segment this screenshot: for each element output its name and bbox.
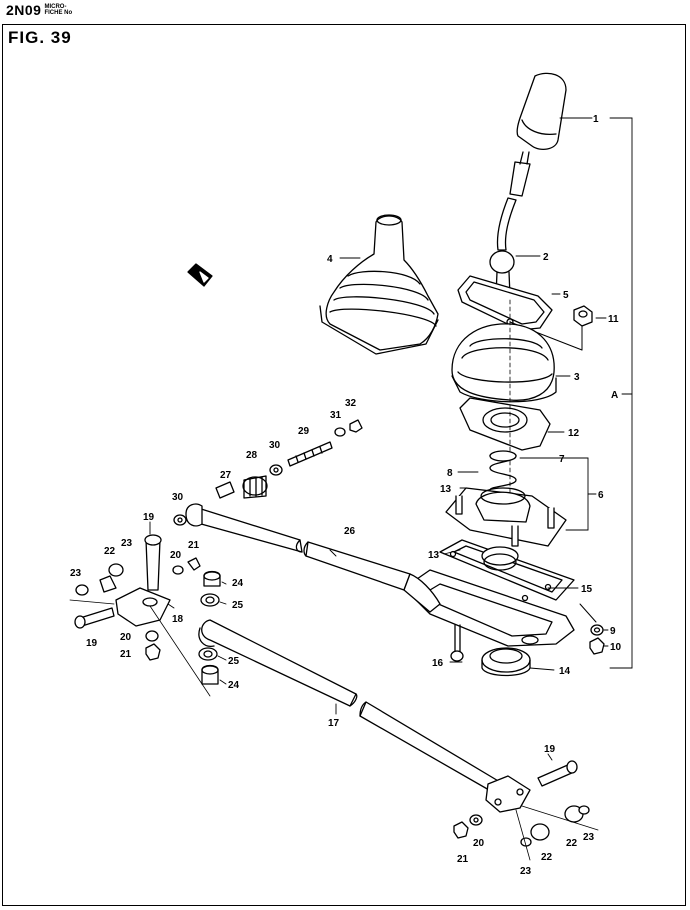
callout-23-left: 23 <box>70 568 82 579</box>
front-direction-arrow-icon <box>187 263 213 287</box>
callout-1: 1 <box>593 114 599 125</box>
callout-15: 15 <box>581 584 593 595</box>
part-rod-end-kit <box>173 419 363 526</box>
callout-7: 7 <box>559 454 565 465</box>
callout-30-right: 30 <box>269 440 281 451</box>
callout-19-top: 19 <box>143 512 155 523</box>
callout-18: 18 <box>172 614 184 625</box>
callout-20-top: 20 <box>170 550 182 561</box>
part-bolt-16 <box>450 624 464 662</box>
callout-21-top: 21 <box>188 540 200 551</box>
part-bushing-24-25-lower <box>198 647 219 685</box>
callout-23-top: 23 <box>121 538 133 549</box>
callout-22-right: 22 <box>566 838 578 849</box>
callout-32: 32 <box>345 398 357 409</box>
microfiche-code: 2N09 <box>6 2 42 18</box>
leader-lines <box>149 117 633 761</box>
callout-23-bottom: 23 <box>520 866 532 877</box>
callout-17: 17 <box>328 718 340 729</box>
part-nut-11 <box>573 305 593 327</box>
part-lever-bracket-18 <box>74 534 201 661</box>
figure-frame <box>2 24 686 906</box>
callout-6: 6 <box>598 490 604 501</box>
callout-24-lower: 24 <box>228 680 240 691</box>
callout-21-left: 21 <box>120 649 132 660</box>
part-lever-plate <box>457 275 553 331</box>
callout-11: 11 <box>608 314 619 325</box>
callout-25-upper: 25 <box>232 600 244 611</box>
callout-27: 27 <box>220 470 232 481</box>
callout-16: 16 <box>432 658 444 669</box>
part-base-plate <box>439 539 575 602</box>
callout-23-right: 23 <box>583 832 595 843</box>
part-bushing-14 <box>481 647 531 677</box>
callout-A: A <box>611 390 618 401</box>
callout-10: 10 <box>610 642 622 653</box>
part-shift-knob <box>509 72 567 197</box>
page-header: 2N09 MICRO- FICHE No <box>6 2 72 18</box>
figure-title: FIG. 39 <box>8 28 72 47</box>
part-seat-plate <box>459 397 551 451</box>
callout-9: 9 <box>610 626 616 637</box>
callout-labels: 1 2 3 4 5 6 7 8 9 10 11 12 13 13 14 15 1… <box>70 114 622 877</box>
part-shift-bracket <box>403 569 575 647</box>
callout-29: 29 <box>298 426 310 437</box>
callout-30-left: 30 <box>172 492 184 503</box>
callout-19-right: 19 <box>544 744 556 755</box>
callout-2: 2 <box>543 252 549 263</box>
callout-20-left: 20 <box>120 632 132 643</box>
callout-12: 12 <box>568 428 580 439</box>
part-gaiter-boot <box>319 214 439 355</box>
microfiche-label: MICRO- FICHE No <box>44 4 72 16</box>
callout-3: 3 <box>574 372 580 383</box>
callout-25-lower: 25 <box>228 656 240 667</box>
callout-19-left: 19 <box>86 638 98 649</box>
part-bushing-24-25-upper <box>200 570 221 607</box>
microfiche-label-line2: FICHE No <box>44 10 73 16</box>
callout-31: 31 <box>330 410 342 421</box>
callout-13-upper: 13 <box>440 484 452 495</box>
callout-22-bottom: 22 <box>541 852 553 863</box>
callout-28: 28 <box>246 450 258 461</box>
callout-8: 8 <box>447 468 453 479</box>
microfiche-label-line1: MICRO- <box>44 4 67 10</box>
part-washer-nut-9-10 <box>589 624 605 655</box>
callout-5: 5 <box>563 290 569 301</box>
callout-4: 4 <box>327 254 333 265</box>
part-control-rod-17 <box>198 619 501 795</box>
callout-14: 14 <box>559 666 571 677</box>
part-control-rod-26 <box>185 503 441 613</box>
part-lever-boot <box>451 323 557 403</box>
part-lower-bracket <box>453 760 590 847</box>
callout-22-left: 22 <box>104 546 116 557</box>
callout-20-bottom: 20 <box>473 838 485 849</box>
callout-26: 26 <box>344 526 356 537</box>
callout-21-bottom: 21 <box>457 854 469 865</box>
callout-13-lower: 13 <box>428 550 440 561</box>
part-spring-housing <box>445 450 567 547</box>
callout-24-upper: 24 <box>232 578 244 589</box>
